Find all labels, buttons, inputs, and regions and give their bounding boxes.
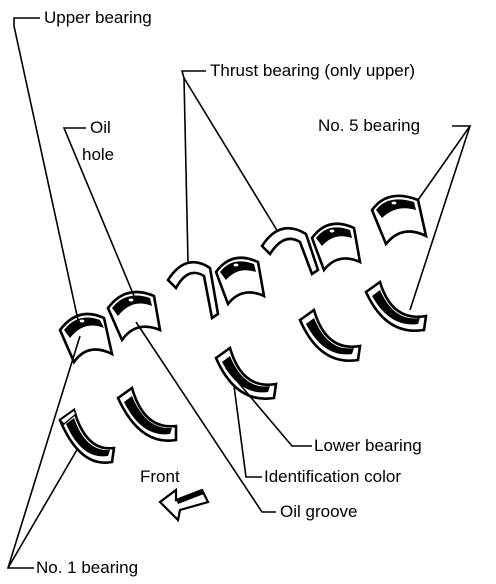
lower-bearing-no2 [116,385,178,442]
label-no5-bearing: No. 5 bearing [318,116,421,135]
leader-no1-bearing-2 [7,447,79,569]
front-arrow-icon [158,487,210,523]
lower-bearing-no1 [58,407,116,464]
lower-bearing-no5 [364,279,428,333]
leader-no5-bearing-2 [409,125,471,311]
leader-thrust-bearing [180,70,206,263]
leader-identification-color [233,385,262,478]
label-no1-bearing: No. 1 bearing [36,558,139,577]
leader-no5-bearing [417,125,472,201]
leader-thrust-bearing-2 [183,77,279,233]
label-thrust-bearing: Thrust bearing (only upper) [210,61,416,80]
upper-bearing-no2 [106,290,162,343]
upper-thrust-bearing-a [166,260,220,321]
leader-lower-bearing [225,367,312,447]
leader-no1-bearing [6,335,81,569]
lower-bearing-no3 [214,345,278,400]
label-identification-color: Identification color [264,467,402,486]
leader-oil-groove [135,321,276,513]
label-upper-bearing: Upper bearing [44,8,152,27]
label-oil-hole-line2: hole [82,145,115,164]
label-oil-hole-line1: Oil [90,118,111,137]
upper-bearing-no3 [214,256,266,307]
label-front: Front [140,467,180,486]
upper-bearing-no4 [310,222,362,273]
leader-upper-bearing [13,17,79,321]
label-lower-bearing: Lower bearing [314,436,422,455]
label-oil-groove: Oil groove [280,502,358,521]
leader-oil-hole [62,127,135,297]
upper-bearing-no1 [58,312,114,365]
upper-thrust-bearing-b [260,226,320,276]
lower-bearing-no4 [298,307,362,362]
upper-bearing-no5 [370,194,428,247]
